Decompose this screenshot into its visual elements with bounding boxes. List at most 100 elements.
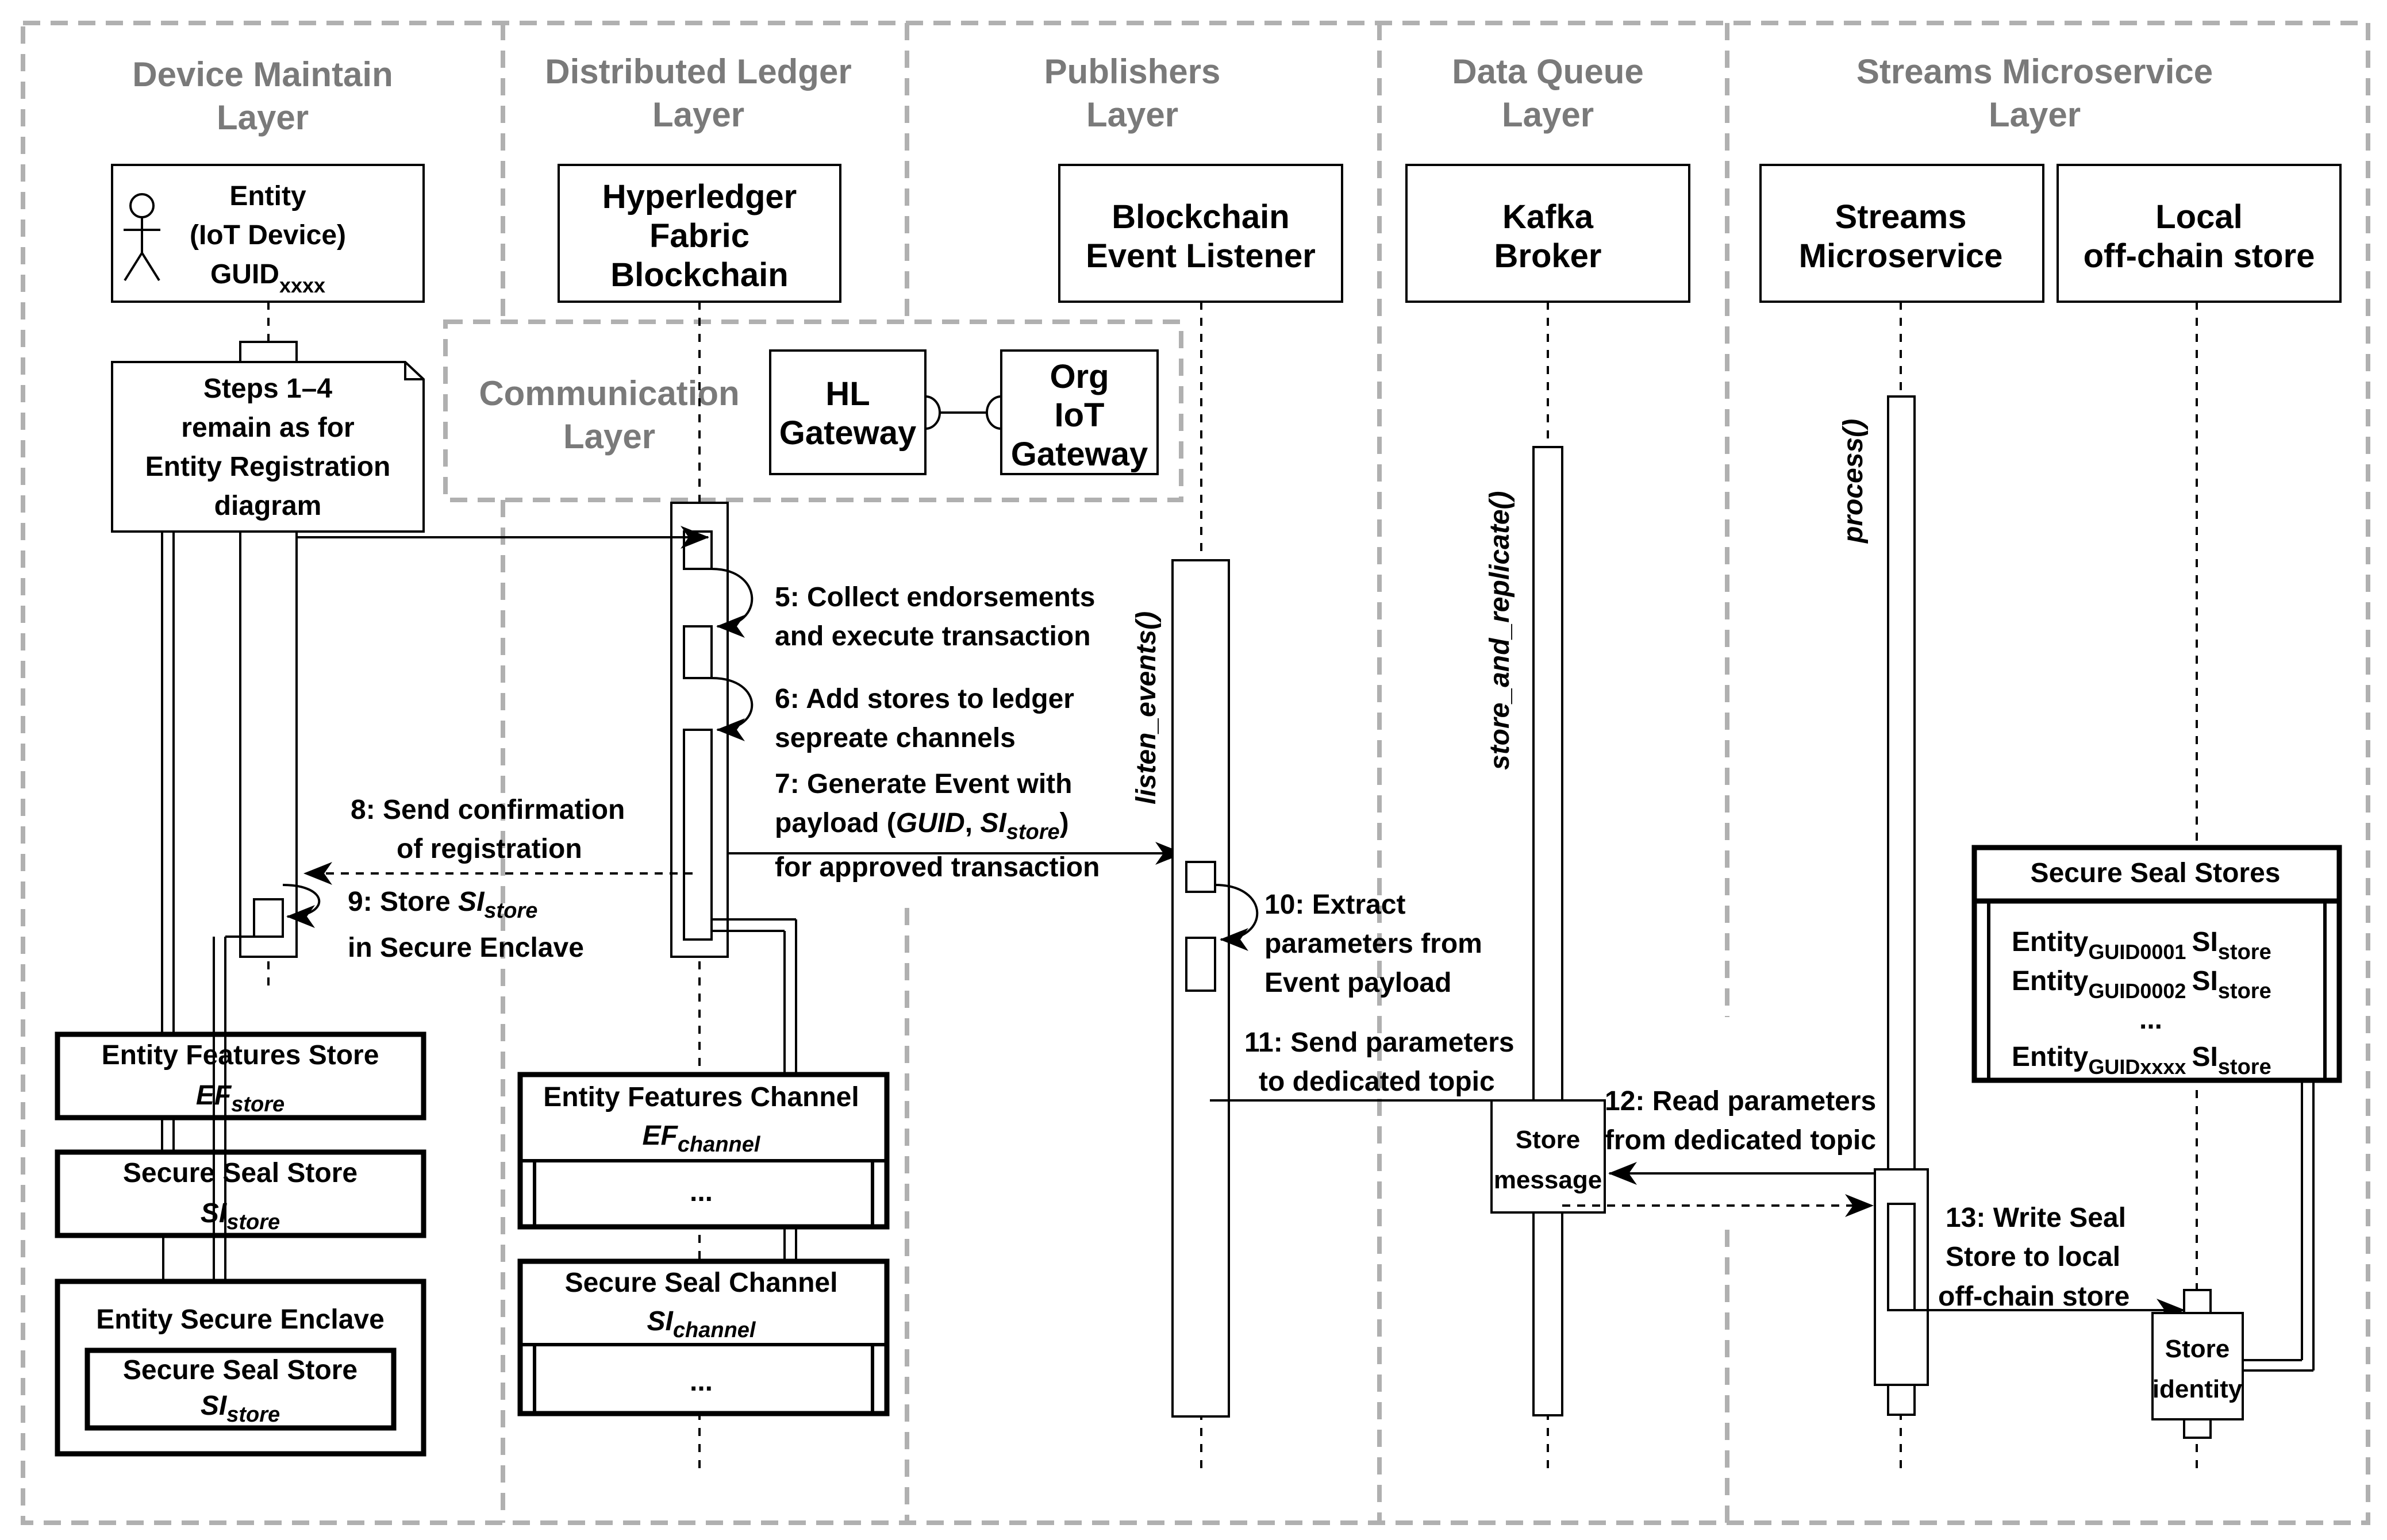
kafka-store-line-2: message — [1494, 1166, 1602, 1194]
message-12-line-2: from dedicated topic — [1605, 1125, 1876, 1156]
org-gateway-label-1: Org — [1050, 358, 1109, 395]
layer-title-ledger-2: Layer — [652, 95, 744, 134]
message-9-line-2: in Secure Enclave — [348, 933, 584, 963]
si-channel-title: Secure Seal Channel — [565, 1268, 838, 1298]
layer-title-queue-2: Layer — [1502, 95, 1594, 134]
message-10-line-1: 10: Extract — [1264, 890, 1405, 920]
layer-frames — [21, 21, 2370, 1525]
message-7-line-1: 7: Generate Event with — [775, 769, 1072, 799]
org-iot-gateway: Org IoT Gateway — [1000, 349, 1159, 475]
kafka-label-2: Broker — [1494, 237, 1602, 275]
streams-label-2: Microservice — [1799, 237, 2003, 275]
local-label-2: off-chain store — [2084, 237, 2315, 275]
entity-features-channel: Entity Features Channel EFchannel ... — [517, 1072, 890, 1230]
message-10-line-3: Event payload — [1264, 968, 1451, 998]
store-replicate-label: store_and_replicate() — [1485, 491, 1515, 770]
note-line-3: Entity Registration — [145, 452, 391, 482]
enclave-title: Entity Secure Enclave — [96, 1304, 385, 1335]
layer-title-streams-1: Streams Microservice — [1856, 52, 2213, 91]
message-6-line-1: 6: Add stores to ledger — [775, 684, 1074, 714]
hyperledger-activation — [670, 502, 797, 1261]
layer-title-communication-2: Layer — [563, 417, 655, 456]
streams-label-1: Streams — [1835, 198, 1967, 236]
layer-title-publishers-1: Publishers — [1044, 52, 1221, 91]
layer-title-device-1: Device Maintain — [132, 55, 393, 94]
message-13-line-2: Store to local — [1946, 1242, 2120, 1272]
message-5-line-1: 5: Collect endorsements — [775, 582, 1095, 613]
local-label-1: Local — [2155, 198, 2243, 236]
seal-row-3: ... — [2139, 1004, 2162, 1035]
entity-label-1: Entity — [229, 181, 306, 211]
layer-titles: Device Maintain Layer Distributed Ledger… — [132, 52, 2213, 456]
note-line-2: remain as for — [181, 413, 354, 443]
identity-store: Store identity — [2151, 1080, 2315, 1439]
message-11-line-2: to dedicated topic — [1259, 1067, 1495, 1097]
entity-label-2: (IoT Device) — [190, 220, 346, 251]
participant-entity: Entity (IoT Device) GUIDxxxx — [111, 164, 425, 303]
hl-gateway-label-1: HL — [825, 375, 870, 413]
listen-events-label: listen_events() — [1131, 611, 1162, 804]
identity-store-line-2: identity — [2152, 1375, 2243, 1403]
layer-title-streams-2: Layer — [1989, 95, 2081, 134]
hyperledger-label-1: Hyperledger — [602, 178, 797, 215]
kafka-activation: Store message store_and_replicate() — [1485, 446, 1606, 1416]
message-9-arrow — [282, 884, 321, 928]
listener-activation: listen_events() — [1131, 559, 1259, 1418]
note-line-4: diagram — [214, 491, 322, 521]
communication-layer-frame — [443, 319, 1183, 502]
message-6-line-2: sepreate channels — [775, 723, 1016, 753]
enclave-inner-title: Secure Seal Store — [123, 1355, 358, 1385]
hl-gateway: HL Gateway — [769, 349, 927, 475]
layer-title-device-2: Layer — [217, 98, 309, 137]
layer-title-queue-1: Data Queue — [1452, 52, 1643, 91]
ef-channel-title: Entity Features Channel — [543, 1082, 859, 1112]
kafka-label-1: Kafka — [1502, 198, 1594, 236]
gateway-connector — [925, 395, 1002, 430]
identity-store-line-1: Store — [2165, 1335, 2230, 1363]
secure-seal-store: Secure Seal Store SIstore — [55, 1149, 426, 1238]
streams-activation: process() — [1838, 395, 1929, 1416]
ef-store-title: Entity Features Store — [102, 1040, 379, 1071]
seal-stores-title: Secure Seal Stores — [2031, 858, 2281, 888]
layer-title-communication-1: Communication — [479, 374, 739, 413]
entity-label-3: GUIDxxxx — [210, 259, 325, 297]
note-steps-1-4: Steps 1–4 remain as for Entity Registrat… — [111, 361, 425, 533]
process-label: process() — [1838, 419, 1869, 544]
hl-gateway-label-2: Gateway — [779, 414, 917, 452]
message-7-line-2: payload (GUID, SIstore) — [775, 808, 1069, 844]
participant-hyperledger: Hyperledger Fabric Blockchain — [558, 164, 841, 303]
participant-local-store: Local off-chain store — [2057, 164, 2342, 303]
message-13-line-3: off-chain store — [1938, 1281, 2130, 1312]
message-7-line-3: for approved transaction — [775, 852, 1100, 883]
org-gateway-label-3: Gateway — [1011, 436, 1148, 473]
listener-label-1: Blockchain — [1112, 198, 1289, 236]
note-line-1: Steps 1–4 — [203, 374, 332, 404]
secure-seal-channel: Secure Seal Channel SIchannel ... — [517, 1258, 890, 1416]
ef-channel-more: ... — [690, 1177, 713, 1207]
layer-title-publishers-2: Layer — [1086, 95, 1178, 134]
listener-label-2: Event Listener — [1086, 237, 1316, 275]
hyperledger-label-2: Fabric — [649, 217, 749, 255]
message-12-line-1: 12: Read parameters — [1605, 1086, 1876, 1116]
hyperledger-label-3: Blockchain — [610, 256, 788, 294]
message-9-line-1: 9: Store SIstore — [348, 887, 537, 923]
participant-kafka: Kafka Broker — [1405, 164, 1690, 303]
entity-features-store: Entity Features Store EFstore — [55, 1031, 426, 1121]
si-channel-more: ... — [690, 1366, 713, 1397]
kafka-store-line-1: Store — [1516, 1126, 1580, 1154]
org-gateway-label-2: IoT — [1055, 396, 1105, 434]
entity-secure-enclave: Entity Secure Enclave Secure Seal Store … — [55, 1279, 426, 1457]
message-8-line-1: 8: Send confirmation — [351, 795, 625, 825]
message-11-line-1: 11: Send parameters — [1244, 1027, 1515, 1058]
enclave-inner-symbol: SIstore — [201, 1391, 280, 1427]
message-13-line-1: 13: Write Seal — [1946, 1203, 2126, 1233]
entity-activation — [161, 341, 298, 1281]
ef-channel-symbol: EFchannel — [643, 1121, 761, 1157]
message-10-line-2: parameters from — [1264, 929, 1482, 959]
message-5-line-2: and execute transaction — [775, 621, 1091, 652]
